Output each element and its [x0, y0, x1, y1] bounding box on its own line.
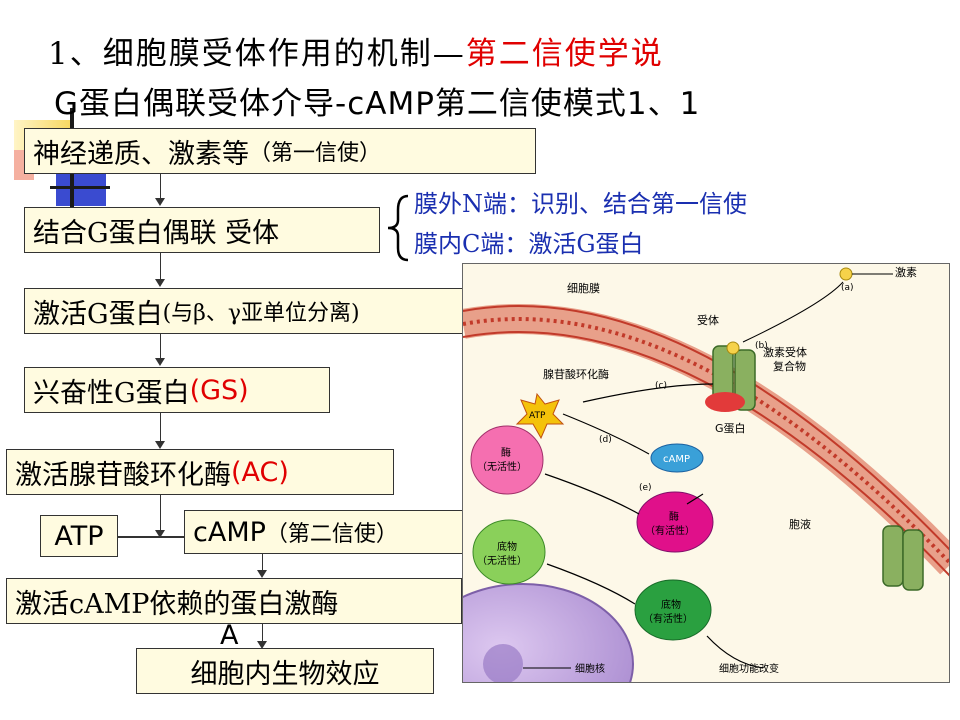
fig-label-substrate-active-2: （有活性）	[643, 612, 693, 625]
flow-step-activate-g-protein-note: (与β、γ亚单位分离)	[162, 301, 360, 326]
flow-arrowhead-1	[155, 198, 165, 206]
cell-signaling-illustration: 细胞膜 激素 (a) 受体 (b) 激素受体 复合物 腺苷酸环化酶 (c) AT…	[462, 263, 950, 683]
fig-label-b: (b)	[755, 341, 768, 351]
decor-horizontal-bar	[50, 186, 110, 189]
fig-label-substrate-inactive-2: （无活性）	[477, 554, 527, 567]
flow-step-activate-g-protein: 激活G蛋白(与β、γ亚单位分离)	[24, 288, 536, 334]
title-black-part: 1、细胞膜受体作用的机制—	[48, 36, 466, 72]
flow-atp-connector	[118, 536, 184, 538]
fig-label-enzyme-inactive-2: （无活性）	[477, 460, 527, 473]
fig-label-substrate-inactive-1: 底物	[497, 540, 517, 553]
receptor-brace	[387, 194, 409, 262]
fig-label-receptor: 受体	[697, 313, 719, 327]
flow-arrow-2	[160, 253, 161, 279]
substrate-inactive-shape	[472, 519, 546, 585]
flow-step-protein-kinase: 激活cAMP依赖的蛋白激酶	[6, 578, 462, 624]
fig-label-nucleus: 细胞核	[575, 662, 605, 675]
flow-atp-label: ATP	[54, 520, 104, 552]
flow-step-adenylate-cyclase-note: (AC)	[231, 456, 289, 488]
flow-step-adenylate-cyclase: 激活腺苷酸环化酶(AC)	[6, 449, 394, 495]
fig-label-atp: ATP	[529, 411, 546, 421]
flow-step-biological-effect-label: 细胞内生物效应	[190, 658, 380, 690]
fig-label-cytosol: 胞液	[789, 517, 811, 531]
flow-step-receptor: 结合G蛋白偶联 受体	[24, 207, 380, 253]
fig-label-g-protein: G蛋白	[715, 421, 746, 435]
flow-arrow-7	[262, 624, 263, 642]
flow-step-stimulatory-g-protein: 兴奋性G蛋白(GS)	[24, 367, 330, 413]
receptor-note-n-terminal: 膜外N端：识别、结合第一信使	[414, 190, 747, 218]
title-red-part: 第二信使学说	[465, 36, 664, 72]
fig-label-enzyme-active-2: （有活性）	[645, 524, 695, 537]
slide-subtitle: G蛋白偶联受体介导-cAMP第二信使模式1、1	[54, 86, 701, 122]
fig-label-enzyme-inactive-1: 酶	[501, 446, 511, 459]
substrate-active-shape	[634, 579, 712, 641]
fig-label-membrane: 细胞膜	[567, 282, 600, 295]
fig-label-camp: cAMP	[663, 454, 690, 465]
flow-step-activate-g-protein-label: 激活G蛋白	[33, 298, 163, 330]
atp-starburst	[515, 392, 565, 440]
flow-step-camp-label: cAMP	[193, 516, 266, 548]
flow-arrowhead-3	[155, 358, 165, 366]
flow-step-stimulatory-g-protein-label: 兴奋性G蛋白	[33, 377, 190, 409]
fig-label-d: (d)	[599, 435, 612, 445]
fig-label-adenylate-cyclase: 腺苷酸环化酶	[543, 367, 609, 381]
flow-arrowhead-4	[155, 441, 165, 449]
receptor-note-c-terminal: 膜内C端：激活G蛋白	[414, 230, 644, 258]
fig-label-complex-1: 激素受体	[763, 345, 807, 359]
flow-arrow-5	[160, 495, 161, 531]
flow-step-camp: cAMP（第二信使）	[184, 510, 468, 554]
flow-step-biological-effect: 细胞内生物效应	[136, 648, 434, 694]
fig-label-hormone: 激素	[895, 265, 917, 279]
flow-step-protein-kinase-label: 激活cAMP依赖的蛋白激酶	[15, 588, 339, 620]
flow-arrowhead-7	[257, 641, 267, 649]
flow-arrow-4	[160, 413, 161, 441]
flow-step-first-messenger-label: 神经递质、激素等	[33, 138, 249, 170]
flow-step-first-messenger: 神经递质、激素等（第一信使）	[24, 128, 536, 174]
flow-arrowhead-6	[257, 570, 267, 578]
fig-label-function-change: 细胞功能改变	[719, 662, 779, 675]
decor-blue-block	[56, 172, 106, 206]
flow-step-adenylate-cyclase-label: 激活腺苷酸环化酶	[15, 459, 231, 491]
receptor-shape-right	[882, 525, 924, 591]
flow-arrow-1	[160, 174, 161, 200]
flow-step-first-messenger-note: （第一信使）	[249, 141, 382, 166]
camp-bubble	[650, 443, 704, 473]
flow-arrow-3	[160, 334, 161, 358]
flow-step-camp-note: （第二信使）	[265, 522, 398, 547]
flow-arrow-6	[262, 554, 263, 570]
flow-step-receptor-label: 结合G蛋白偶联 受体	[33, 217, 280, 249]
cell-diagram-svg: 细胞膜 激素 (a) 受体 (b) 激素受体 复合物 腺苷酸环化酶 (c) AT…	[463, 264, 949, 682]
fig-label-substrate-active-1: 底物	[661, 598, 681, 611]
fig-label-enzyme-active-1: 酶	[669, 510, 679, 523]
hormone-dot	[839, 267, 853, 281]
receptor-shape	[705, 341, 756, 412]
fig-label-e: (e)	[639, 483, 652, 493]
enzyme-inactive-shape	[470, 425, 544, 495]
fig-label-a: (a)	[841, 283, 854, 293]
enzyme-active-shape	[636, 491, 714, 553]
slide-title: 1、细胞膜受体作用的机制—第二信使学说	[48, 28, 664, 73]
fig-label-c: (c)	[655, 381, 667, 391]
flow-arrowhead-5	[155, 530, 165, 538]
flow-atp: ATP	[40, 515, 118, 557]
flow-arrowhead-2	[155, 279, 165, 287]
fig-label-complex-2: 复合物	[773, 359, 806, 373]
flow-step-stimulatory-g-protein-note: (GS)	[189, 374, 249, 406]
flow-step-protein-kinase-tail: A	[220, 620, 239, 651]
